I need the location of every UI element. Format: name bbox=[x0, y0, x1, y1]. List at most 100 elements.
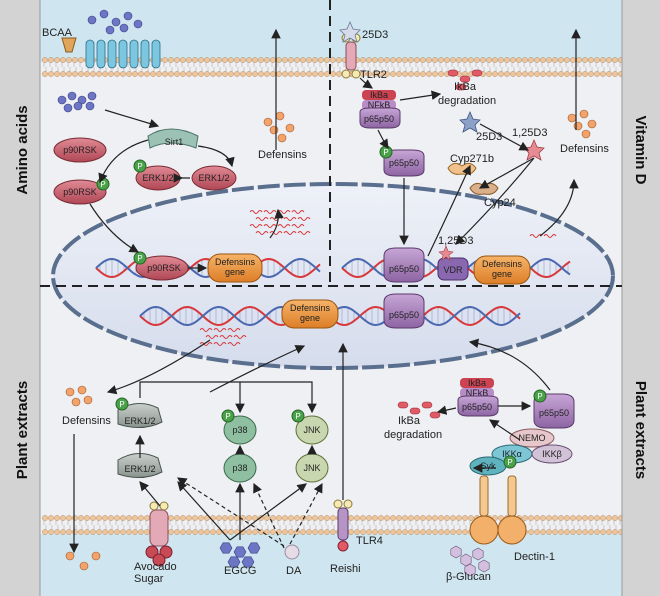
lipid-head bbox=[72, 529, 78, 535]
mrna-squiggle bbox=[283, 231, 297, 235]
amino-acid bbox=[77, 95, 87, 105]
amino-acid bbox=[119, 23, 129, 33]
svg-text:P: P bbox=[383, 148, 388, 157]
mrna-squiggle bbox=[291, 210, 305, 214]
lipid-head bbox=[426, 71, 432, 77]
lipid-head bbox=[510, 71, 516, 77]
lipid-head bbox=[378, 71, 384, 77]
lipid-head bbox=[330, 57, 336, 63]
cyp24-label: Cyp24 bbox=[484, 197, 516, 209]
ikka-label: IKKα bbox=[502, 449, 522, 459]
lipid-head bbox=[264, 515, 270, 521]
lipid-head bbox=[606, 515, 612, 521]
lipid-head bbox=[162, 71, 168, 77]
mrna-squiggle bbox=[255, 231, 269, 235]
lipid-head bbox=[288, 57, 294, 63]
lipid-head bbox=[594, 515, 600, 521]
lipid-head bbox=[594, 57, 600, 63]
defensin bbox=[573, 121, 583, 131]
lipid-head bbox=[120, 515, 126, 521]
lipid-head bbox=[426, 57, 432, 63]
lipid-head bbox=[432, 529, 438, 535]
lipid-head bbox=[384, 71, 390, 77]
egcg-molecules bbox=[219, 542, 261, 568]
mrna-squiggle bbox=[283, 217, 297, 221]
lipid-head bbox=[126, 71, 132, 77]
lipid-head bbox=[108, 71, 114, 77]
mrna-squiggle bbox=[227, 328, 241, 332]
star-25d3-extracellular bbox=[339, 20, 361, 43]
svg-text:P: P bbox=[119, 400, 124, 409]
lipid-head bbox=[294, 529, 300, 535]
lipid-head bbox=[228, 57, 234, 63]
lipid-head bbox=[402, 71, 408, 77]
mrna-squiggle bbox=[249, 224, 263, 228]
egcg-hexagon bbox=[227, 556, 241, 568]
bcaa-molecules bbox=[87, 9, 143, 35]
lipid-head bbox=[408, 57, 414, 63]
lipid-head bbox=[564, 71, 570, 77]
lipid-head bbox=[372, 71, 378, 77]
lipid-head bbox=[138, 71, 144, 77]
lipid-head bbox=[174, 71, 180, 77]
defensins-label-top-right: Defensins bbox=[560, 143, 609, 155]
amino-acid bbox=[99, 9, 109, 19]
lipid-head bbox=[270, 57, 276, 63]
lipid-head bbox=[60, 529, 66, 535]
lipid-head bbox=[462, 529, 468, 535]
lipid-head bbox=[246, 71, 252, 77]
star-25d3 bbox=[459, 110, 481, 133]
defensin bbox=[65, 387, 75, 397]
lipid-head bbox=[402, 57, 408, 63]
phospho-badge bbox=[533, 389, 547, 403]
lipid-head bbox=[552, 515, 558, 521]
ikba-deg-label-1: IkBa bbox=[454, 81, 477, 93]
lipid-head bbox=[282, 71, 288, 77]
lipid-head bbox=[228, 515, 234, 521]
bottom-extracellular bbox=[40, 534, 622, 596]
ikkb-label: IKKβ bbox=[542, 449, 562, 459]
lipid-head bbox=[222, 71, 228, 77]
lipid-head bbox=[294, 515, 300, 521]
lipid-head bbox=[312, 57, 318, 63]
mrna-squiggle bbox=[277, 224, 291, 228]
p65p50-label-upper: p65p50 bbox=[364, 114, 394, 124]
mrna-squiggle bbox=[213, 342, 227, 346]
lipid-head bbox=[366, 529, 372, 535]
lipid-head bbox=[282, 529, 288, 535]
tlr2-label: TLR2 bbox=[360, 69, 387, 81]
lipid-head bbox=[252, 71, 258, 77]
lipid-head bbox=[570, 515, 576, 521]
defensin-mrna-middle bbox=[199, 328, 247, 346]
lipid-head bbox=[582, 515, 588, 521]
lipid-head bbox=[228, 529, 234, 535]
svg-text:P: P bbox=[537, 392, 542, 401]
nemo-label: NEMO bbox=[519, 433, 546, 443]
lipid-head bbox=[180, 71, 186, 77]
erk-active-label: ERK1/2 bbox=[142, 173, 173, 183]
lipid-head bbox=[174, 529, 180, 535]
nuclear-p65p50-label: p65p50 bbox=[389, 264, 419, 274]
vdr-protein bbox=[437, 257, 469, 281]
vdr-label: VDR bbox=[443, 265, 463, 275]
lipid-head bbox=[438, 71, 444, 77]
dna-strand-blue bbox=[95, 257, 321, 279]
lipid-head bbox=[330, 529, 336, 535]
d3-25-star-label: 25D3 bbox=[476, 131, 502, 143]
lipid-head bbox=[612, 529, 618, 535]
lipid-head bbox=[456, 57, 462, 63]
lipid-head bbox=[534, 515, 540, 521]
lipid-head bbox=[144, 71, 150, 77]
lipid-head bbox=[54, 529, 60, 535]
lipid-head bbox=[402, 529, 408, 535]
lipid-head bbox=[192, 57, 198, 63]
lipid-head bbox=[360, 515, 366, 521]
mrna-squiggle bbox=[227, 342, 241, 346]
egcg-hexagon bbox=[241, 556, 255, 568]
lipid-head bbox=[192, 529, 198, 535]
defensin bbox=[263, 117, 273, 127]
mrna-squiggle bbox=[205, 335, 219, 339]
lipid-head bbox=[606, 57, 612, 63]
lipid-head bbox=[582, 71, 588, 77]
lipid-head bbox=[558, 57, 564, 63]
